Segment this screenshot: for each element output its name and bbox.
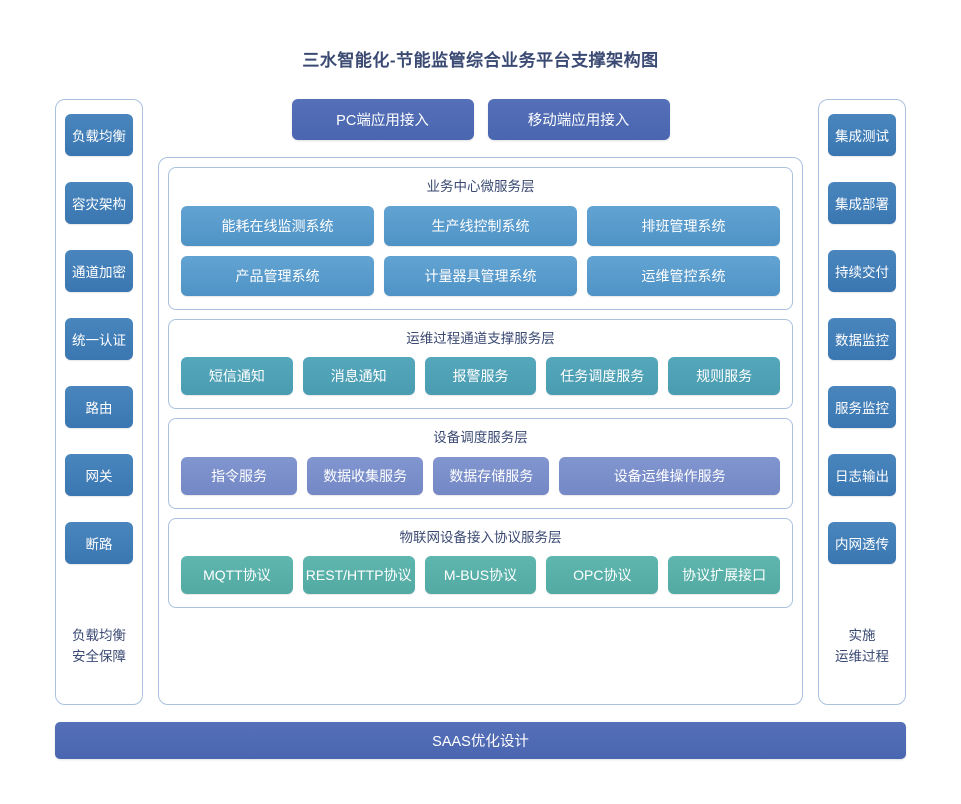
- right-sidebar-footer-line-2: 运维过程: [835, 649, 889, 665]
- architecture-diagram: 负载均衡容灾架构通道加密统一认证路由网关断路 负载均衡 安全保障 PC端应用接入…: [0, 69, 961, 769]
- node-ops-0-4[interactable]: 规则服务: [668, 357, 780, 395]
- left-sidebar-footer: 负载均衡 安全保障: [72, 626, 126, 668]
- layer-business-title: 业务中心微服务层: [426, 179, 535, 194]
- node-ops-0-0[interactable]: 短信通知: [181, 357, 293, 395]
- node-device-0-0[interactable]: 指令服务: [181, 456, 298, 495]
- node-iot-0-3[interactable]: OPC协议: [546, 556, 659, 594]
- saas-optimization-bar[interactable]: SAAS优化设计: [55, 722, 906, 759]
- left-sidebar-chip-5[interactable]: 网关: [65, 454, 133, 496]
- right-sidebar-footer: 实施 运维过程: [835, 626, 889, 668]
- node-business-0-0[interactable]: 能耗在线监测系统: [181, 205, 374, 246]
- node-business-1-2[interactable]: 运维管控系统: [587, 255, 780, 296]
- node-device-0-1[interactable]: 数据收集服务: [307, 456, 424, 495]
- node-ops-0-3[interactable]: 任务调度服务: [546, 357, 659, 395]
- right-sidebar-chip-3[interactable]: 数据监控: [828, 318, 896, 360]
- right-sidebar-chip-4[interactable]: 服务监控: [828, 386, 896, 428]
- node-iot-0-2[interactable]: M-BUS协议: [424, 556, 537, 594]
- diagram-columns: 负载均衡容灾架构通道加密统一认证路由网关断路 负载均衡 安全保障 PC端应用接入…: [55, 99, 906, 705]
- left-sidebar-chip-6[interactable]: 断路: [65, 522, 133, 564]
- entry-chip-1[interactable]: 移动端应用接入: [487, 99, 670, 140]
- right-sidebar-footer-line-1: 实施: [848, 628, 876, 644]
- left-sidebar-chip-1[interactable]: 容灾架构: [65, 182, 133, 224]
- left-sidebar-chip-4[interactable]: 路由: [65, 386, 133, 428]
- right-sidebar-panel: 集成测试集成部署持续交付数据监控服务监控日志输出内网透传 实施 运维过程: [818, 99, 906, 705]
- layer-business-row-0: 能耗在线监测系统生产线控制系统排班管理系统: [181, 205, 780, 246]
- layer-ops: 运维过程通道支撑服务层短信通知消息通知报警服务任务调度服务规则服务: [168, 318, 793, 409]
- right-sidebar-chip-1[interactable]: 集成部署: [828, 182, 896, 224]
- layer-device-row-0: 指令服务数据收集服务数据存储服务设备运维操作服务: [181, 456, 780, 495]
- layer-device: 设备调度服务层指令服务数据收集服务数据存储服务设备运维操作服务: [168, 418, 793, 509]
- right-sidebar-chip-0[interactable]: 集成测试: [828, 114, 896, 156]
- left-sidebar-chip-3[interactable]: 统一认证: [65, 318, 133, 360]
- node-business-1-0[interactable]: 产品管理系统: [181, 255, 374, 296]
- service-layer-stack: 业务中心微服务层能耗在线监测系统生产线控制系统排班管理系统产品管理系统计量器具管…: [158, 157, 803, 705]
- page-title: 三水智能化-节能监管综合业务平台支撑架构图: [302, 51, 659, 70]
- center-column: PC端应用接入移动端应用接入 业务中心微服务层能耗在线监测系统生产线控制系统排班…: [158, 99, 803, 705]
- node-ops-0-2[interactable]: 报警服务: [424, 357, 537, 395]
- node-iot-0-1[interactable]: REST/HTTP协议: [302, 556, 415, 594]
- entry-chip-0[interactable]: PC端应用接入: [291, 99, 474, 140]
- left-sidebar-panel: 负载均衡容灾架构通道加密统一认证路由网关断路 负载均衡 安全保障: [55, 99, 143, 705]
- left-sidebar-chip-0[interactable]: 负载均衡: [65, 114, 133, 156]
- left-sidebar-chip-2[interactable]: 通道加密: [65, 250, 133, 292]
- layer-device-title: 设备调度服务层: [433, 430, 528, 445]
- layer-ops-row-0: 短信通知消息通知报警服务任务调度服务规则服务: [181, 357, 780, 395]
- node-device-0-3[interactable]: 设备运维操作服务: [559, 456, 780, 495]
- node-ops-0-1[interactable]: 消息通知: [302, 357, 415, 395]
- right-sidebar-chip-2[interactable]: 持续交付: [828, 250, 896, 292]
- node-iot-0-4[interactable]: 协议扩展接口: [668, 556, 780, 594]
- node-iot-0-0[interactable]: MQTT协议: [181, 556, 293, 594]
- right-sidebar-chip-6[interactable]: 内网透传: [828, 522, 896, 564]
- right-sidebar-chip-5[interactable]: 日志输出: [828, 454, 896, 496]
- node-business-0-2[interactable]: 排班管理系统: [587, 205, 780, 246]
- layer-ops-title: 运维过程通道支撑服务层: [406, 330, 555, 346]
- layer-business-row-1: 产品管理系统计量器具管理系统运维管控系统: [181, 255, 780, 296]
- node-device-0-2[interactable]: 数据存储服务: [433, 456, 550, 495]
- left-sidebar-footer-line-2: 安全保障: [72, 649, 126, 665]
- left-sidebar-footer-line-1: 负载均衡: [72, 628, 126, 644]
- node-business-1-1[interactable]: 计量器具管理系统: [384, 255, 577, 296]
- layer-business: 业务中心微服务层能耗在线监测系统生产线控制系统排班管理系统产品管理系统计量器具管…: [168, 167, 793, 310]
- node-business-0-1[interactable]: 生产线控制系统: [384, 205, 577, 246]
- layer-iot-title: 物联网设备接入协议服务层: [399, 529, 562, 545]
- application-entry-row: PC端应用接入移动端应用接入: [158, 99, 803, 140]
